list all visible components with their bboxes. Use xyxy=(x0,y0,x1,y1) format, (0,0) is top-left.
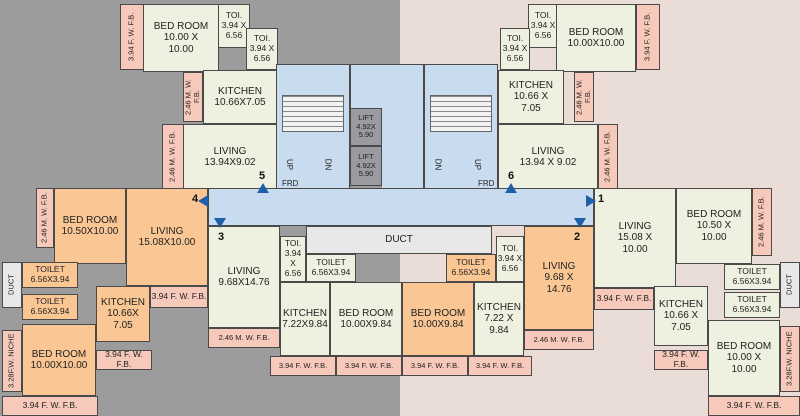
entry-number-3: 3 xyxy=(218,231,225,243)
fw-fb-center-4: 3.94 F. W. F.B. xyxy=(468,356,532,376)
fw-fb-bottom-left-2: 3.94 F. W. F.B. xyxy=(2,396,98,416)
mw-fb-top-right: 2.46 M. W. F.B. xyxy=(574,72,594,122)
entry-arrow-5 xyxy=(257,183,269,193)
entry-arrow-1 xyxy=(586,195,596,207)
mw-fb-center-left: 2.46 M. W. F.B. xyxy=(208,328,280,348)
fw-fb-center-1: 3.94 F. W. F.B. xyxy=(270,356,336,376)
mw-fb-mid-left: 2.46 M. W. F.B. xyxy=(36,188,54,248)
entry-number-2: 2 xyxy=(574,231,581,243)
lobby-corridor xyxy=(208,188,594,226)
entry-arrow-4 xyxy=(198,195,208,207)
entry-number-1: 1 xyxy=(598,193,605,205)
frd-label-right: FRD xyxy=(478,179,495,188)
staircase-steps-left xyxy=(282,95,344,132)
stair-up-label-right: UP xyxy=(473,158,483,171)
lobby-top xyxy=(350,64,424,108)
duct-center: DUCT xyxy=(306,226,492,254)
fw-fb-bottom-right-2: 3.94 F. W. F.B. xyxy=(708,396,800,416)
entry-arrow-2 xyxy=(574,218,586,228)
fw-fb-mid-left: 3.94 F. W. F.B. xyxy=(150,286,208,308)
staircase-steps-right xyxy=(430,95,492,132)
niche-right: 3.28F.W. NICHE xyxy=(780,326,800,392)
entry-arrow-6 xyxy=(505,183,517,193)
entry-number-4: 4 xyxy=(192,193,199,205)
entry-arrow-3 xyxy=(214,218,226,228)
mw-fb-top-right-2: 2.46 M. W. F.B. xyxy=(598,124,618,190)
mw-fb-mid-right: 2.46 M. W. F.B. xyxy=(752,188,772,256)
fw-fb-center-2: 3.94 F. W. F.B. xyxy=(336,356,402,376)
fw-fb-mid-right: 3.94 F. W. F.B. xyxy=(594,288,654,310)
entry-number-6: 6 xyxy=(508,170,515,182)
duct-right: DUCT xyxy=(780,262,800,308)
mw-fb-center-right: 2.46 M. W. F.B. xyxy=(524,330,594,350)
stair-down-label-right: DN xyxy=(433,158,443,171)
niche-left: 3.28F.W. NICHE xyxy=(2,330,22,392)
fw-fb-top-left: 3.94 F. W. F.B. xyxy=(120,4,144,70)
mw-fb-top-left-2: 2.46 M. W. F.B. xyxy=(162,124,184,190)
fw-fb-center-3: 3.94 F. W. F.B. xyxy=(402,356,468,376)
mw-fb-top-left: 2.46 M. W. F.B. xyxy=(183,72,203,122)
fw-fb-bottom-left: 3.94 F. W. F.B. xyxy=(96,350,152,370)
stair-up-label-left: UP xyxy=(285,158,295,171)
duct-left: DUCT xyxy=(2,262,22,308)
lobby-mid xyxy=(382,108,424,190)
fw-fb-bottom-right: 3.94 F. W. F.B. xyxy=(654,350,708,370)
frd-label-left: FRD xyxy=(282,179,299,188)
fw-fb-top-right: 3.94 F. W. F.B. xyxy=(636,4,660,70)
entry-number-5: 5 xyxy=(259,170,266,182)
stair-down-label-left: DN xyxy=(323,158,333,171)
